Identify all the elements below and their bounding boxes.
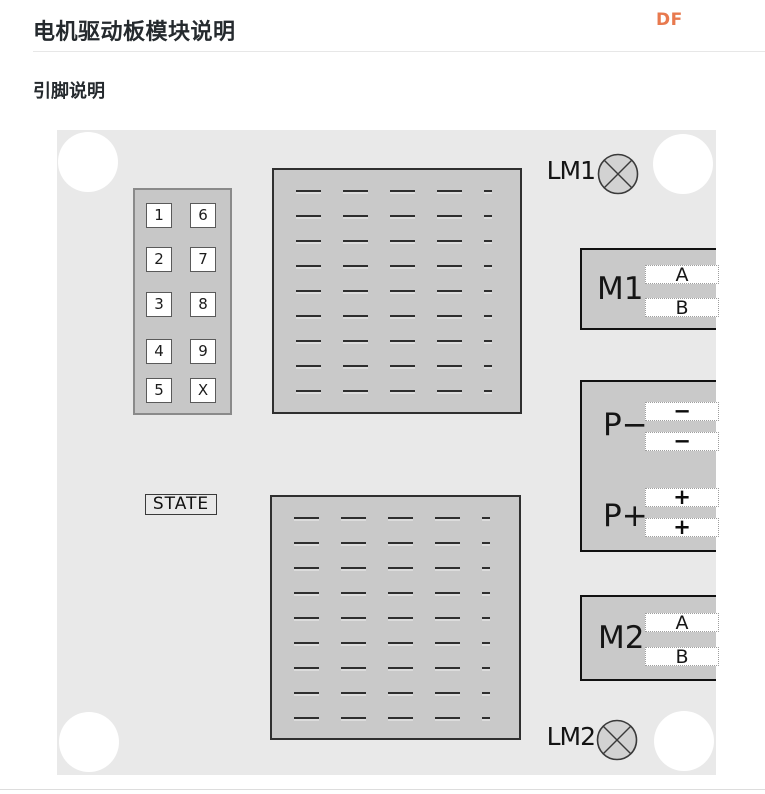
state-label: STATE [145,494,217,515]
terminal-p-plus-port-1-label: + [673,485,691,509]
terminal-block-m2: M2 A B [580,595,719,681]
terminal-p-minus-port-2-label: − [673,429,691,453]
pin-pad-5: 5 [146,378,172,403]
terminal-p-plus-port-1: + [645,485,719,509]
terminal-p-minus-label: P− [603,407,648,443]
terminal-m1-port-a: A [645,264,719,286]
terminal-p-plus-label: P+ [603,498,648,534]
terminal-m1-port-b-label: B [675,297,689,319]
terminal-p-minus-port-1-label: − [673,399,691,423]
pin-pad-9: 9 [190,339,216,364]
chip-block-bottom [270,495,521,740]
mounting-hole-top-left [58,132,118,192]
lm1-lamp-icon [597,153,639,195]
terminal-p-plus-port-2-label: + [673,515,691,539]
terminal-m2-port-a: A [645,612,719,634]
pin-pad-x: X [190,378,216,403]
pin-pad-1: 1 [146,203,172,228]
lm1-label: LM1 [546,156,596,185]
pin-pad-7: 7 [190,247,216,272]
terminal-m2-label: M2 [598,620,645,656]
header-divider [33,51,765,52]
terminal-m2-port-b: B [645,646,719,668]
pin-pad-2: 2 [146,247,172,272]
board-diagram: 1 2 3 4 5 6 7 8 9 X STATE LM1 LM2 M1 [57,130,719,775]
mounting-hole-bottom-right [654,711,714,771]
pin-pad-4: 4 [146,339,172,364]
terminal-m2-port-a-label: A [675,612,689,634]
terminal-p-plus-port-2: + [645,515,719,539]
lm2-lamp-icon [596,719,638,761]
bottom-divider [0,789,765,790]
brand-logo[interactable]: DF [656,10,683,30]
terminal-p-minus-port-2: − [645,429,719,453]
lm2-label: LM2 [546,722,596,751]
terminal-m1-port-b: B [645,297,719,319]
pin-pad-6: 6 [190,203,216,228]
page-title: 电机驱动板模块说明 [33,20,236,45]
terminal-block-power: P− − − P+ + + [580,380,719,552]
pin-pad-8: 8 [190,292,216,317]
terminal-m1-port-a-label: A [675,264,689,286]
pin-pad-3: 3 [146,292,172,317]
pin-header-block: 1 2 3 4 5 6 7 8 9 X [133,188,232,415]
terminal-m1-label: M1 [597,271,644,307]
section-title: 引脚说明 [33,81,105,102]
terminal-p-minus-port-1: − [645,399,719,423]
chip-block-top [272,168,522,414]
terminal-block-m1: M1 A B [580,248,719,330]
mounting-hole-bottom-left [59,712,119,772]
mounting-hole-top-right [653,134,713,194]
terminal-m2-port-b-label: B [675,646,689,668]
